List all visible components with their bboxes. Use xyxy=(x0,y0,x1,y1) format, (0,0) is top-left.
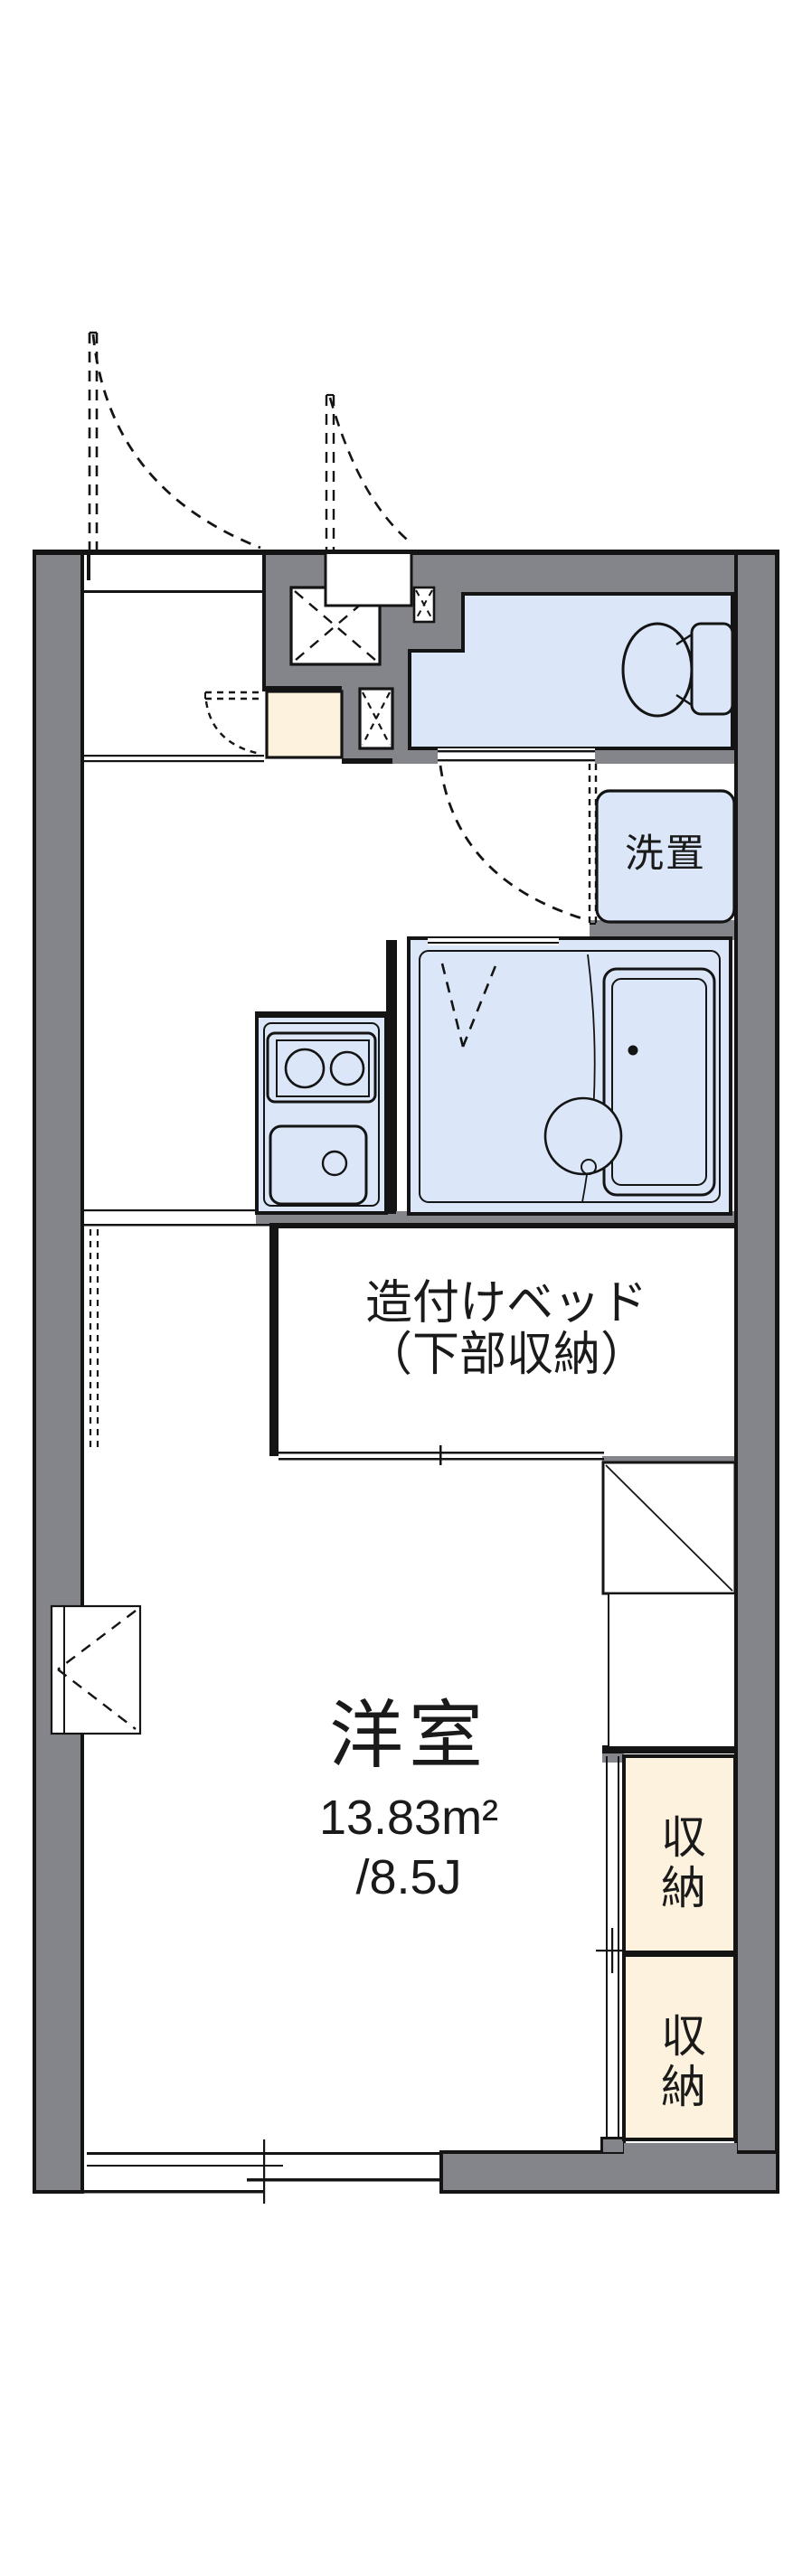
main-room-area: 13.83m² xyxy=(318,1791,499,1845)
main-room-label: 洋室 xyxy=(328,1695,488,1777)
pipe-space xyxy=(358,687,394,750)
bathroom-unit xyxy=(407,935,732,1216)
entry-hall-door-swing xyxy=(204,691,263,756)
built-in-bed-label: 造付けベッド （下部収納） xyxy=(364,1277,647,1382)
entry-mat xyxy=(265,690,344,759)
main-room-tatami: /8.5J xyxy=(355,1850,462,1904)
built-in-bed xyxy=(269,1223,734,1465)
closet-lower-label: 収納 xyxy=(655,2012,705,2113)
front-door-swing-arcs xyxy=(88,331,412,550)
entry-niche xyxy=(324,554,413,607)
side-window xyxy=(50,1604,142,1735)
pipe-space-small xyxy=(412,586,436,624)
genkan-step-line xyxy=(84,590,264,593)
bottom-window xyxy=(33,2139,441,2204)
sink xyxy=(269,1124,368,1206)
toilet-room xyxy=(408,592,734,925)
bath-stool xyxy=(543,1096,623,1176)
kitchen-counter xyxy=(255,1011,388,1215)
laundry-label: 洗置 xyxy=(625,832,706,876)
laundry-space xyxy=(595,789,736,924)
bath-door-handle xyxy=(628,1045,638,1056)
open-shelf xyxy=(608,1593,736,1748)
entry-area xyxy=(84,331,436,763)
toilet xyxy=(621,622,734,718)
stove xyxy=(266,1031,377,1104)
toilet-door-swing xyxy=(439,764,598,925)
bathtub xyxy=(602,967,716,1197)
bath-door-swing xyxy=(440,963,498,1048)
toilet-door-opening xyxy=(438,748,595,764)
corridor-lines xyxy=(84,1209,269,1452)
closet-upper xyxy=(622,1754,737,1954)
front-door-jamb xyxy=(87,550,90,580)
closet-upper-label: 収納 xyxy=(655,1813,705,1914)
closet-door-track xyxy=(596,1756,630,2139)
closet-lower xyxy=(622,1953,737,2141)
refrigerator-space xyxy=(601,1461,737,1595)
